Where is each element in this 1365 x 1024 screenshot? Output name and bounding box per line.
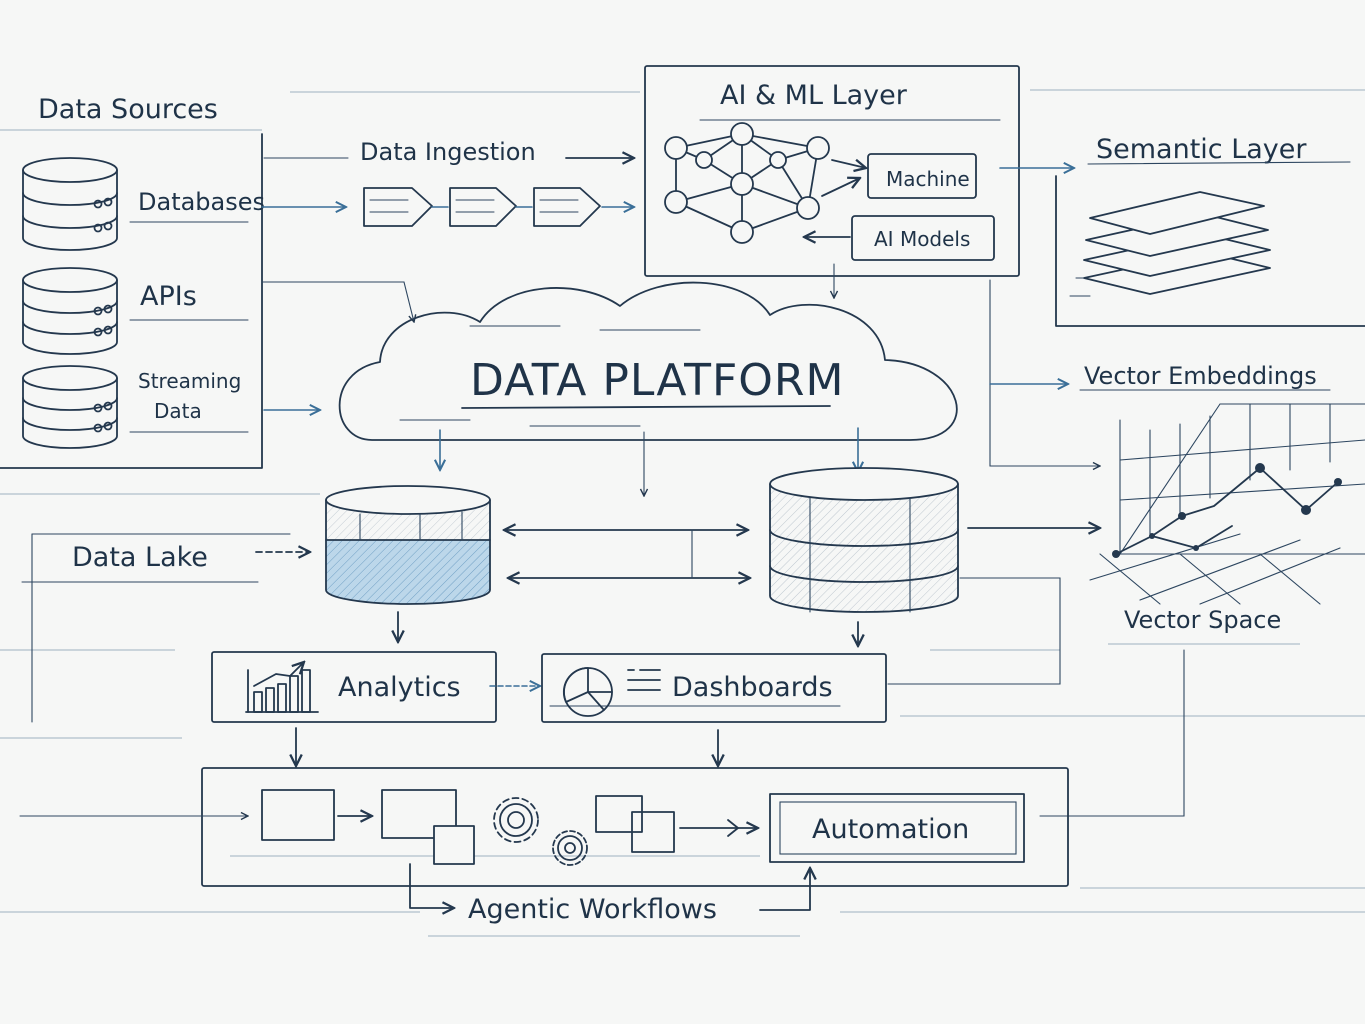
database-icon	[22, 157, 118, 251]
pipeline-stage-icon	[363, 187, 433, 227]
gear-small-icon	[552, 830, 588, 866]
vector-embeddings-label: Vector Embeddings	[1084, 362, 1317, 390]
ai-ml-layer-group: AI & ML Layer	[644, 65, 1020, 298]
streaming-label: Streaming	[138, 369, 241, 393]
neural-network-icon	[664, 122, 830, 244]
analytics-label: Analytics	[338, 672, 461, 703]
data-platform-cloud: DATA PLATFORM	[338, 281, 958, 441]
agentic-workflows-group: Automation Agentic Workflows	[19, 767, 1069, 925]
vector-space-chart-icon	[1089, 403, 1365, 605]
data-lake-group: Data Lake	[21, 533, 310, 723]
ai-models-label: AI Models	[874, 227, 970, 251]
agentic-workflows-label: Agentic Workflows	[468, 894, 717, 925]
pipeline-stage-icon	[449, 187, 517, 227]
data-warehouse-cylinder	[769, 467, 959, 613]
data-lake-label: Data Lake	[72, 542, 208, 573]
streaming-icon	[22, 365, 118, 449]
dashboards-box: Dashboards	[541, 653, 887, 723]
machine-box: Machine	[867, 153, 977, 199]
data-sources-group: Data Sources Databases APIs	[0, 94, 265, 469]
data-ingestion-group: Data Ingestion	[261, 138, 634, 227]
vector-space-label: Vector Space	[1124, 606, 1281, 634]
api-icon	[22, 267, 118, 355]
task-block-icon	[261, 789, 335, 841]
background-guides	[0, 89, 1365, 937]
apis-label: APIs	[140, 281, 197, 312]
streaming-data-label: Data	[154, 399, 202, 423]
data-lake-cylinder	[325, 485, 491, 605]
machine-label: Machine	[886, 167, 970, 191]
ai-ml-layer-title: AI & ML Layer	[720, 80, 908, 111]
window-stack-icon	[381, 789, 475, 865]
vector-group: Vector Embeddings	[1039, 362, 1365, 817]
data-ingestion-label: Data Ingestion	[360, 138, 536, 166]
databases-label: Databases	[138, 188, 265, 216]
gear-icon	[493, 797, 539, 843]
pie-chart-icon	[562, 667, 613, 717]
layers-icon	[1069, 191, 1271, 297]
dashboards-label: Dashboards	[672, 672, 833, 703]
pipeline-stage-icon	[533, 187, 601, 227]
automation-box: Automation	[769, 793, 1025, 863]
bar-chart-icon	[245, 662, 319, 713]
semantic-layer-title: Semantic Layer	[1096, 134, 1307, 165]
analytics-box: Analytics	[211, 651, 497, 723]
ai-models-box: AI Models	[851, 215, 995, 261]
data-platform-title: DATA PLATFORM	[470, 355, 844, 406]
data-sources-title: Data Sources	[38, 94, 218, 125]
window-stack-icon	[595, 795, 675, 853]
automation-label: Automation	[812, 814, 969, 845]
semantic-layer-group: Semantic Layer	[999, 134, 1365, 327]
list-icon	[627, 669, 661, 691]
